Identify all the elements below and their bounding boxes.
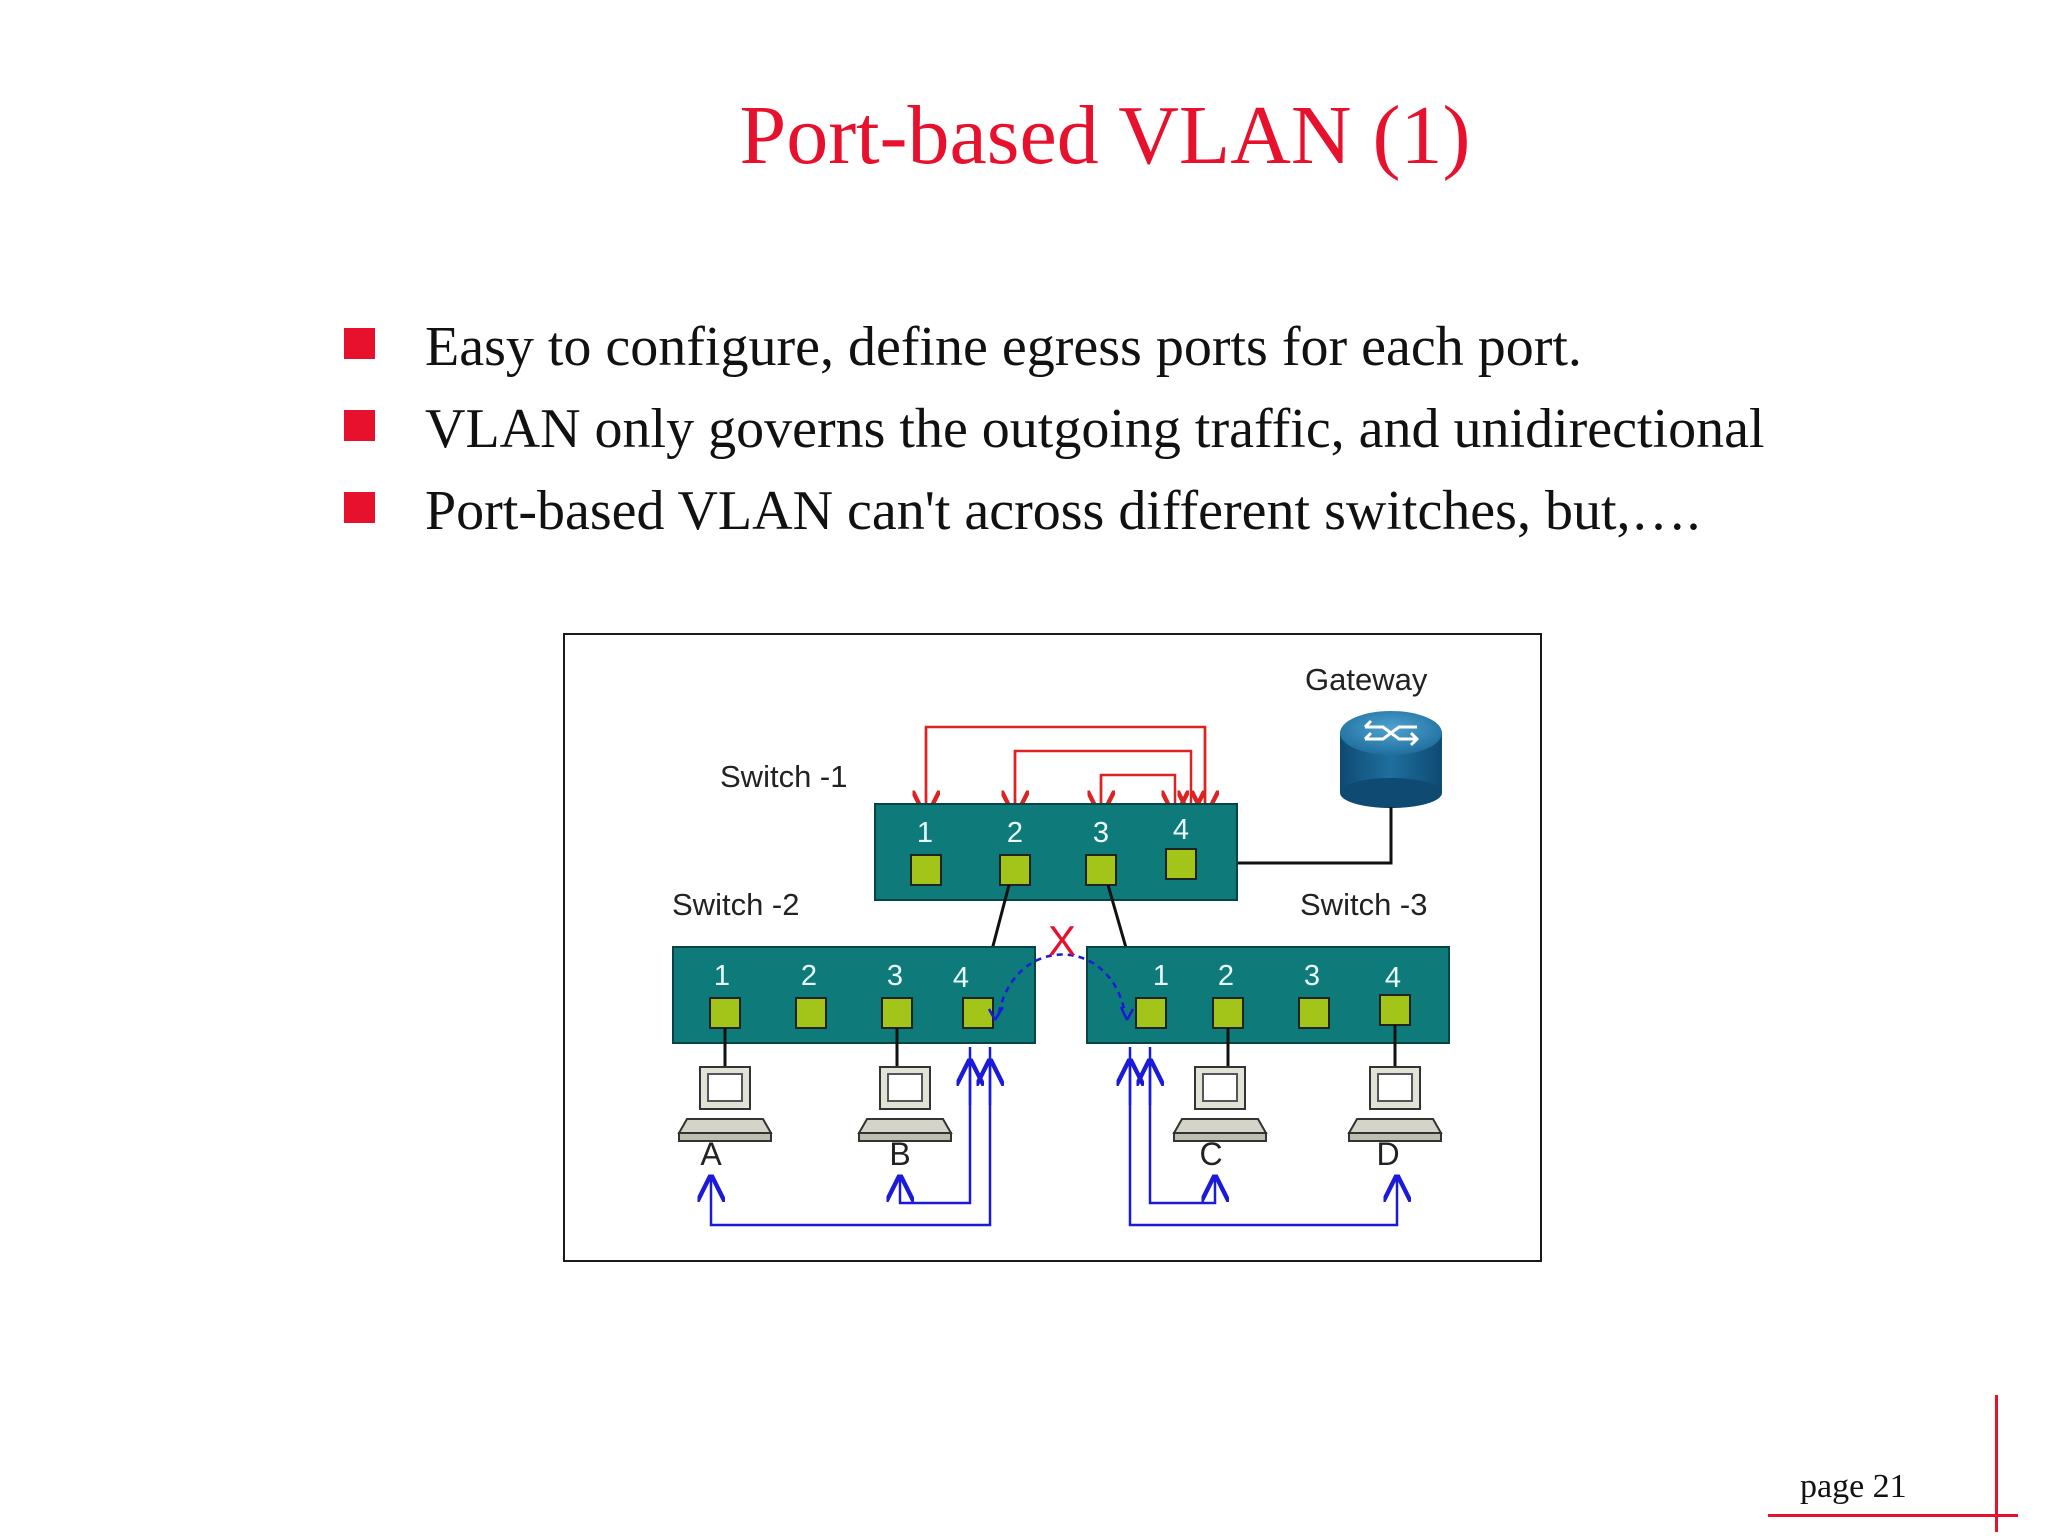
bullet-text: Easy to configure, define egress ports f… — [425, 316, 1582, 378]
switch2-port — [881, 997, 913, 1029]
switch2-port — [709, 997, 741, 1029]
slide-title: Port-based VLAN (1) — [739, 89, 1471, 182]
switch3-port — [1135, 997, 1167, 1029]
pc-icon — [1172, 1066, 1268, 1142]
switch1-label: Switch -1 — [720, 759, 847, 794]
switch3-label: Switch -3 — [1300, 887, 1427, 922]
bullet-square-icon — [344, 410, 375, 441]
pc-icon — [677, 1066, 773, 1142]
switch1-port — [999, 854, 1031, 886]
switch2-label: Switch -2 — [672, 887, 799, 922]
switch3-port — [1298, 997, 1330, 1029]
bullet-square-icon — [344, 328, 375, 359]
switch1-port-number: 3 — [1093, 817, 1109, 849]
switch1: 1 2 3 4 — [874, 803, 1238, 901]
switch3-port-number: 4 — [1385, 962, 1401, 994]
vlan-diagram-svg: Switch -1 Switch -2 Switch -3 Gateway — [672, 662, 1450, 1227]
switch3-port — [1379, 994, 1411, 1026]
switch2-port-number: 1 — [714, 960, 730, 992]
switch2: 1 2 3 4 — [672, 946, 1036, 1044]
bullet-square-icon — [344, 492, 375, 523]
switch3-port-number: 3 — [1304, 960, 1320, 992]
switch1-port-number: 4 — [1173, 814, 1189, 846]
switch2-egress-arrows — [711, 1047, 990, 1227]
switch1-egress-arrows — [926, 725, 1205, 817]
switch3-egress-arrows — [1130, 1047, 1397, 1227]
bullet-text: Port-based VLAN can't across different s… — [425, 480, 1701, 542]
gateway-label: Gateway — [1305, 662, 1428, 697]
switch2-port — [962, 997, 994, 1029]
host-label: C — [1199, 1136, 1222, 1172]
switch1-port — [910, 854, 942, 886]
corner-line-vertical — [1995, 1395, 1998, 1532]
host-label: B — [889, 1136, 910, 1172]
blocked-path — [997, 953, 1127, 1014]
host-label: A — [700, 1136, 722, 1172]
host-links — [723, 1025, 1397, 1067]
blocked-x-icon: X — [1048, 917, 1076, 964]
switch2-port-number: 3 — [887, 960, 903, 992]
switch1-port — [1085, 854, 1117, 886]
switch3-port — [1212, 997, 1244, 1029]
host-label: D — [1376, 1136, 1399, 1172]
router-icon — [1340, 711, 1442, 808]
switch2-port-number: 2 — [801, 960, 817, 992]
vlan-diagram: Switch -1 Switch -2 Switch -3 Gateway — [563, 633, 1542, 1262]
corner-line-horizontal — [1768, 1514, 2018, 1517]
switch2-port-number: 4 — [953, 962, 969, 994]
switch1-port-number: 2 — [1007, 817, 1023, 849]
page-number: page 21 — [1800, 1468, 1907, 1505]
bullet-text: VLAN only governs the outgoing traffic, … — [425, 398, 1765, 460]
switch2-port — [795, 997, 827, 1029]
switch3-port-number: 1 — [1153, 960, 1169, 992]
switch3-port-number: 2 — [1218, 960, 1234, 992]
pc-icon — [857, 1066, 953, 1142]
pc-icon — [1347, 1066, 1443, 1142]
gateway-link — [1179, 807, 1393, 865]
switch3: 1 2 3 4 — [1086, 946, 1450, 1044]
switch1-port — [1165, 848, 1197, 880]
switch1-port-number: 1 — [917, 817, 933, 849]
